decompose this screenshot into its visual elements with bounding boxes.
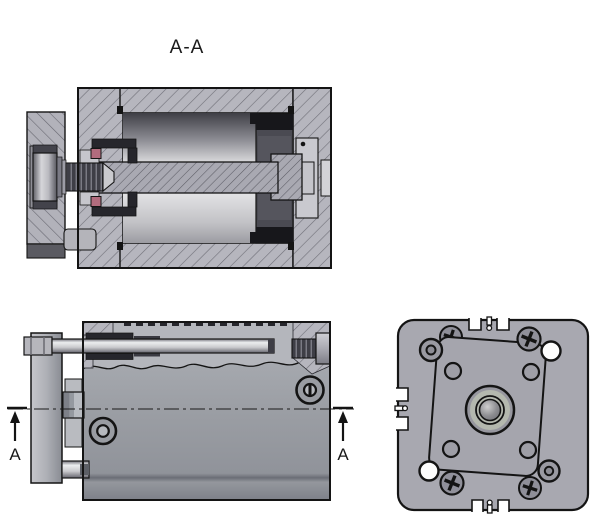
tie-rod-upper bbox=[23, 332, 331, 365]
through-hole-top-right bbox=[540, 340, 562, 362]
flange-foot-block bbox=[26, 243, 66, 259]
piston-seal-top bbox=[256, 114, 293, 130]
air-port-right bbox=[295, 375, 325, 405]
section-arrow-left: A bbox=[7, 406, 27, 464]
bolt-thread bbox=[65, 162, 104, 192]
section-arrow-right: A bbox=[333, 406, 353, 464]
seal-lip-top bbox=[250, 113, 259, 124]
bolt-washer-inner bbox=[61, 159, 67, 195]
section-arrow-left-label: A bbox=[9, 445, 21, 464]
side-view: A A bbox=[7, 321, 354, 501]
mounting-flange-side bbox=[30, 332, 63, 484]
counterbore-hole-bottom-right bbox=[537, 459, 561, 483]
piston-rod-nut-group bbox=[62, 378, 85, 448]
rod-tip-in-pocket bbox=[301, 161, 315, 195]
through-hole-bottom-left bbox=[418, 460, 440, 482]
cushion-seal-dot bbox=[300, 141, 306, 147]
piston-rod-section bbox=[97, 161, 279, 194]
mounting-screw-bottom-right bbox=[518, 476, 542, 500]
counterbore-hole-top-left bbox=[418, 337, 444, 363]
piston-rod-end-boss bbox=[464, 384, 516, 436]
air-port-left bbox=[88, 416, 118, 446]
plate-holes bbox=[441, 361, 541, 460]
mounting-screw-bottom-left bbox=[439, 470, 465, 496]
static-corner-seals bbox=[117, 106, 294, 250]
section-view-a-a: A-A bbox=[26, 37, 332, 269]
bore-upper-shading bbox=[123, 113, 256, 163]
barrel-top-wall bbox=[119, 87, 294, 114]
sensor-slot-top bbox=[468, 316, 510, 332]
rod-seal-top bbox=[90, 148, 102, 159]
sensor-slot-left bbox=[394, 387, 409, 431]
nut-facet-light bbox=[74, 392, 83, 418]
rod-seal-bottom bbox=[90, 196, 102, 207]
housing-outline bbox=[77, 87, 332, 269]
tie-rod-cap bbox=[315, 332, 331, 365]
rod-tab-bottom bbox=[134, 352, 160, 357]
rod-thread-hole bbox=[478, 398, 502, 422]
section-title-label: A-A bbox=[170, 37, 205, 58]
bore-lower-shading bbox=[123, 192, 256, 243]
seal-lip-bottom bbox=[250, 232, 259, 243]
rod-lip-bottom bbox=[85, 353, 134, 360]
mounting-screw-top-right bbox=[516, 326, 542, 352]
tie-rod-shaft-end bbox=[268, 339, 274, 353]
tie-rod-shaft bbox=[51, 338, 275, 354]
barrel-bottom-wall bbox=[119, 242, 294, 269]
section-arrow-right-label: A bbox=[337, 445, 349, 464]
tie-rod-lower-pocket bbox=[80, 464, 89, 475]
rod-guide-rings bbox=[91, 138, 138, 217]
break-line bbox=[82, 358, 331, 370]
tie-rod-thread bbox=[291, 338, 319, 359]
bolt-head bbox=[32, 152, 58, 202]
rod-mounting-bolt bbox=[29, 144, 115, 210]
sensor-slot-bottom bbox=[471, 499, 510, 514]
bolt-cone-tip bbox=[102, 161, 115, 193]
bolt-washer-outer bbox=[56, 156, 63, 198]
rear-port-slot bbox=[320, 159, 332, 197]
dowel-pin bbox=[63, 228, 97, 251]
rod-tab-top bbox=[134, 336, 160, 340]
end-view bbox=[394, 316, 590, 514]
piston-seal-bottom bbox=[256, 227, 293, 243]
body-outline-side bbox=[82, 321, 331, 501]
tie-rod-head bbox=[23, 336, 53, 356]
rod-lip-top bbox=[85, 332, 134, 340]
nut-facet-dark bbox=[63, 392, 70, 418]
